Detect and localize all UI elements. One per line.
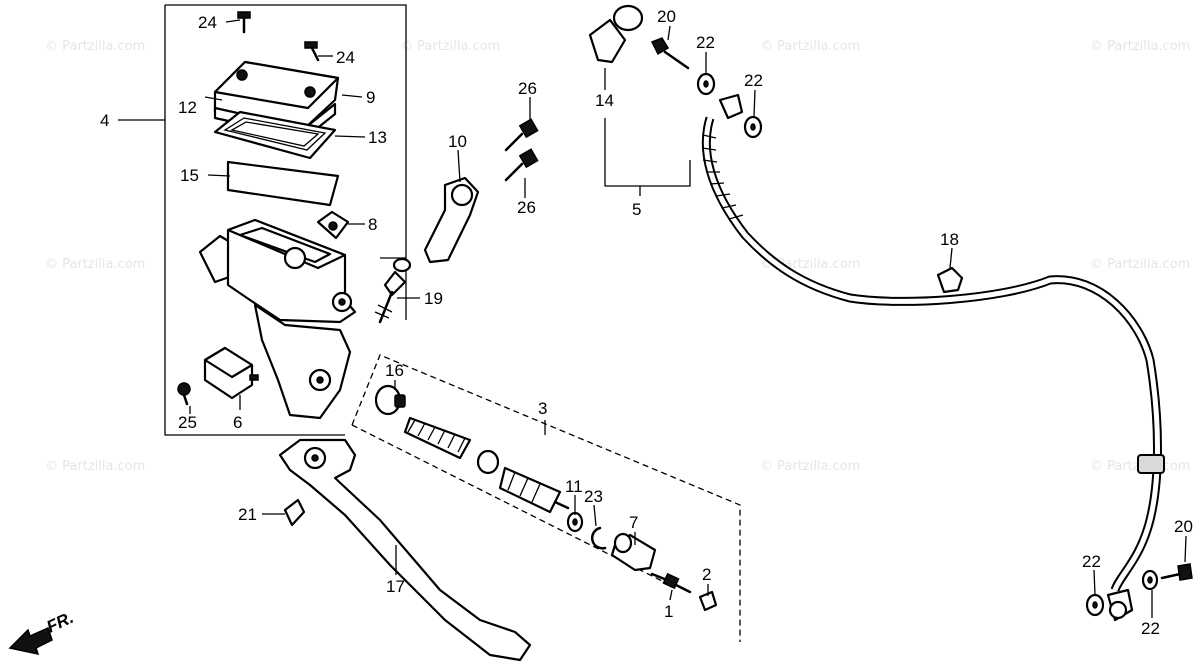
screw-25 xyxy=(177,382,191,406)
front-direction-marker: FR. xyxy=(8,608,77,656)
lever-switch xyxy=(203,346,259,400)
watermark: © Partzilla.com xyxy=(45,39,145,54)
bushing-21 xyxy=(283,498,306,527)
label-part-19: 19 xyxy=(424,289,443,308)
watermark: © Partzilla.com xyxy=(760,39,860,54)
master-cylinder-holder xyxy=(423,176,480,264)
label-part-23: 23 xyxy=(584,487,603,506)
watermark: © Partzilla.com xyxy=(45,459,145,474)
washer-22-hole xyxy=(1092,601,1098,609)
label-part-24: 24 xyxy=(198,13,217,32)
washer-22-hole xyxy=(1147,576,1153,584)
washer-22-hole xyxy=(750,123,756,131)
piston xyxy=(498,466,570,514)
label-part-24: 24 xyxy=(336,48,355,67)
piston-spring xyxy=(403,416,472,460)
watermark: © Partzilla.com xyxy=(1090,39,1190,54)
label-part-6: 6 xyxy=(233,413,242,432)
label-part-21: 21 xyxy=(238,505,257,524)
label-part-22: 22 xyxy=(1082,552,1101,571)
label-part-10: 10 xyxy=(448,132,467,151)
part-labels: 4 24 24 9 12 13 15 8 10 26 26 19 6 25 16… xyxy=(100,7,1193,638)
pivot-bolt xyxy=(374,257,412,324)
label-part-9: 9 xyxy=(366,88,375,107)
label-part-1: 1 xyxy=(664,602,673,621)
push-rod-1 xyxy=(650,572,692,594)
label-part-13: 13 xyxy=(368,128,387,147)
label-part-14: 14 xyxy=(595,91,614,110)
label-part-5: 5 xyxy=(632,200,641,219)
screw-24 xyxy=(304,41,320,62)
reservoir-cap xyxy=(213,60,340,130)
watermark: © Partzilla.com xyxy=(1090,257,1190,272)
label-part-26: 26 xyxy=(517,198,536,217)
label-part-8: 8 xyxy=(368,215,377,234)
washer-11 xyxy=(566,511,584,533)
holder-bolt-26 xyxy=(504,148,539,182)
washer-22-hole xyxy=(703,80,709,88)
screw-24 xyxy=(237,11,251,34)
label-part-22: 22 xyxy=(1141,619,1160,638)
label-part-3: 3 xyxy=(538,399,547,418)
clutch-lever xyxy=(278,438,532,662)
diaphragm xyxy=(213,110,337,160)
watermark: © Partzilla.com xyxy=(400,39,500,54)
holder-bolt-26 xyxy=(504,118,539,152)
label-part-17: 17 xyxy=(386,577,405,596)
watermarks: © Partzilla.com © Partzilla.com © Partzi… xyxy=(45,39,1190,474)
washer-8 xyxy=(316,210,350,240)
label-part-2: 2 xyxy=(702,565,711,584)
hose-assembly-bracket xyxy=(604,118,691,187)
label-part-25: 25 xyxy=(178,413,197,432)
master-cylinder-body xyxy=(198,218,357,420)
label-part-20: 20 xyxy=(657,7,676,26)
bolt-20 xyxy=(1160,563,1193,581)
reservoir-float xyxy=(226,160,340,207)
boot-16 xyxy=(374,384,406,416)
label-part-7: 7 xyxy=(629,513,638,532)
label-part-22: 22 xyxy=(696,33,715,52)
label-part-22: 22 xyxy=(744,71,763,90)
label-part-20: 20 xyxy=(1174,517,1193,536)
snap-ring-23 xyxy=(591,526,607,550)
front-arrow-icon xyxy=(8,626,53,656)
label-part-4: 4 xyxy=(100,111,109,130)
label-part-12: 12 xyxy=(178,98,197,117)
assembly-4-bracket xyxy=(118,4,407,436)
bolt-20 xyxy=(650,37,690,70)
watermark: © Partzilla.com xyxy=(45,257,145,272)
hose-clip-18 xyxy=(936,266,964,294)
primary-cup xyxy=(476,449,500,475)
label-part-26: 26 xyxy=(518,79,537,98)
watermark: © Partzilla.com xyxy=(760,459,860,474)
label-part-16: 16 xyxy=(385,361,404,380)
label-part-18: 18 xyxy=(940,230,959,249)
clutch-hose xyxy=(701,93,1165,622)
leader-lines xyxy=(189,19,1187,618)
piston-set-bracket xyxy=(351,354,741,642)
label-part-15: 15 xyxy=(180,166,199,185)
piston-boot-7 xyxy=(610,532,657,572)
hose-fitting-14 xyxy=(588,4,644,64)
label-part-11: 11 xyxy=(565,477,583,496)
